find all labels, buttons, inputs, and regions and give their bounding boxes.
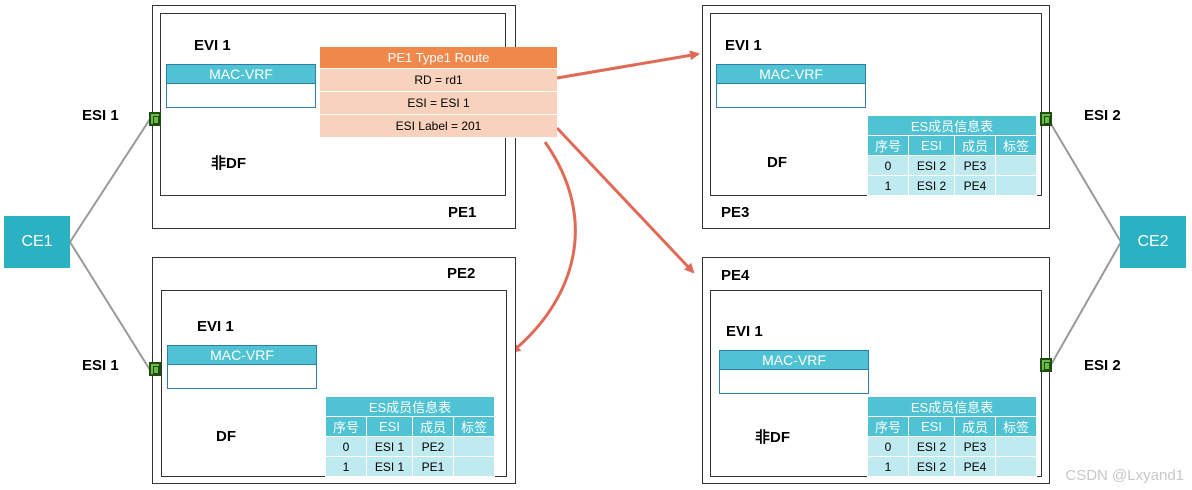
ce1-node: CE1 xyxy=(4,216,70,268)
table-cell: PE3 xyxy=(954,155,996,176)
route-title: PE1 Type1 Route xyxy=(320,47,557,69)
table-cell xyxy=(452,456,496,477)
table-cell: ESI 2 xyxy=(907,175,956,196)
table-cell: 0 xyxy=(867,436,909,457)
table-title: ES成员信息表 xyxy=(867,396,1037,417)
table-row: 1 ESI 1 PE1 xyxy=(325,456,496,477)
pe3-role: DF xyxy=(767,154,787,171)
pe1-port-icon xyxy=(149,112,161,126)
pe1-mac-vrf-header: MAC-VRF xyxy=(166,64,316,84)
route-esi: ESI = ESI 1 xyxy=(320,92,557,115)
pe1-evi-label: EVI 1 xyxy=(194,37,231,54)
arrow-to-pe2 xyxy=(510,141,577,354)
arrow-to-pe4 xyxy=(555,126,695,274)
link-ce1-pe1 xyxy=(69,118,151,243)
table-cell: ESI 1 xyxy=(365,456,414,477)
table-header: ESI xyxy=(365,416,414,437)
link-ce1-pe2 xyxy=(69,241,151,371)
table-header: 标签 xyxy=(452,416,496,437)
table-cell: ESI 2 xyxy=(907,155,956,176)
table-cell xyxy=(994,456,1038,477)
table-header: 成员 xyxy=(954,135,996,156)
pe1-mac-vrf: MAC-VRF xyxy=(166,64,316,108)
pe2-port-icon xyxy=(149,362,161,376)
pe3-port-icon xyxy=(1040,112,1052,126)
table-title: ES成员信息表 xyxy=(325,396,495,417)
table-cell xyxy=(994,155,1038,176)
table-cell: 1 xyxy=(325,456,367,477)
table-header: 标签 xyxy=(994,135,1038,156)
table-row: 0 ESI 2 PE3 xyxy=(867,155,1038,176)
table-row: 1 ESI 2 PE4 xyxy=(867,175,1038,196)
pe4-label: PE4 xyxy=(721,267,750,284)
route-rd: RD = rd1 xyxy=(320,69,557,92)
pe3-mac-vrf-header: MAC-VRF xyxy=(716,64,866,84)
table-cell: PE1 xyxy=(412,456,454,477)
table-header: 成员 xyxy=(412,416,454,437)
table-cell: PE2 xyxy=(412,436,454,457)
table-cell: 0 xyxy=(867,155,909,176)
table-row: 1 ESI 2 PE4 xyxy=(867,456,1038,477)
table-cell: 1 xyxy=(867,456,909,477)
pe4-evi-label: EVI 1 xyxy=(726,323,763,340)
pe2-role: DF xyxy=(216,428,236,445)
table-title: ES成员信息表 xyxy=(867,115,1037,136)
pe1-mac-vrf-body xyxy=(166,84,316,108)
esi-label-pe3: ESI 2 xyxy=(1084,107,1121,124)
link-ce2-pe4 xyxy=(1047,241,1122,371)
pe4-es-table: ES成员信息表 序号 ESI 成员 标签 0 ESI 2 PE3 1 ESI 2… xyxy=(867,396,1038,477)
table-cell xyxy=(994,436,1038,457)
watermark: CSDN @Lxyand1 xyxy=(1065,467,1184,484)
table-header: 序号 xyxy=(325,416,367,437)
pe1-label: PE1 xyxy=(448,204,477,221)
pe3-evi-label: EVI 1 xyxy=(725,37,762,54)
pe4-mac-vrf-header: MAC-VRF xyxy=(719,350,869,370)
table-header: ESI xyxy=(907,416,956,437)
arrow-to-pe3 xyxy=(556,50,700,80)
pe2-mac-vrf-body xyxy=(167,365,317,389)
ce2-node: CE2 xyxy=(1120,216,1186,268)
table-header: ESI xyxy=(907,135,956,156)
pe4-role: 非DF xyxy=(755,429,790,446)
table-cell xyxy=(452,436,496,457)
pe2-mac-vrf-header: MAC-VRF xyxy=(167,345,317,365)
table-cell: PE4 xyxy=(954,175,996,196)
table-cell: PE3 xyxy=(954,436,996,457)
table-cell xyxy=(994,175,1038,196)
pe1-role: 非DF xyxy=(211,155,246,172)
esi-label-pe4: ESI 2 xyxy=(1084,357,1121,374)
table-header: 成员 xyxy=(954,416,996,437)
table-header: 标签 xyxy=(994,416,1038,437)
pe2-es-table: ES成员信息表 序号 ESI 成员 标签 0 ESI 1 PE2 1 ESI 1… xyxy=(325,396,496,477)
table-row: 0 ESI 1 PE2 xyxy=(325,436,496,457)
table-cell: 1 xyxy=(867,175,909,196)
pe4-port-icon xyxy=(1040,358,1052,372)
esi-label-pe1: ESI 1 xyxy=(82,107,119,124)
table-cell: 0 xyxy=(325,436,367,457)
route-esi-label: ESI Label = 201 xyxy=(320,115,557,138)
pe1-type1-route: PE1 Type1 Route RD = rd1 ESI = ESI 1 ESI… xyxy=(320,47,557,138)
table-header: 序号 xyxy=(867,135,909,156)
pe4-mac-vrf-body xyxy=(719,370,869,394)
table-cell: ESI 2 xyxy=(907,456,956,477)
pe3-mac-vrf-body xyxy=(716,84,866,108)
pe2-mac-vrf: MAC-VRF xyxy=(167,345,317,389)
table-cell: ESI 2 xyxy=(907,436,956,457)
link-ce2-pe3 xyxy=(1047,118,1122,243)
table-cell: PE4 xyxy=(954,456,996,477)
pe4-mac-vrf: MAC-VRF xyxy=(719,350,869,394)
esi-label-pe2: ESI 1 xyxy=(82,357,119,374)
table-header: 序号 xyxy=(867,416,909,437)
pe3-mac-vrf: MAC-VRF xyxy=(716,64,866,108)
pe2-label: PE2 xyxy=(447,265,476,282)
pe3-es-table: ES成员信息表 序号 ESI 成员 标签 0 ESI 2 PE3 1 ESI 2… xyxy=(867,115,1038,196)
table-cell: ESI 1 xyxy=(365,436,414,457)
pe2-evi-label: EVI 1 xyxy=(197,318,234,335)
pe3-label: PE3 xyxy=(721,204,750,221)
table-row: 0 ESI 2 PE3 xyxy=(867,436,1038,457)
